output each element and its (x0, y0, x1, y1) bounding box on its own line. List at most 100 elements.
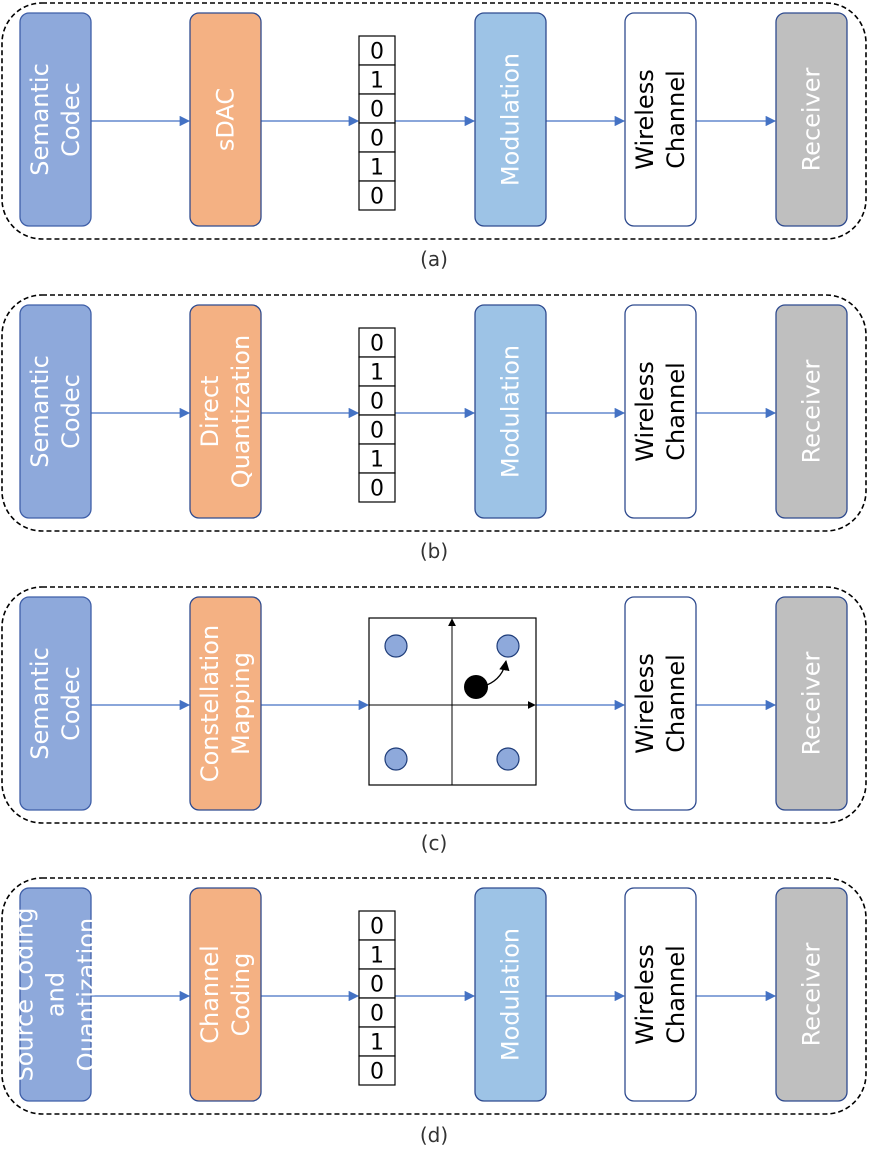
modulation-block: Modulation (474, 304, 547, 519)
receiver-block: Receiver (775, 887, 848, 1102)
bit-cell (358, 122, 396, 153)
codec-box (19, 596, 92, 811)
receiver-block: Receiver (775, 596, 848, 811)
bit-cell (358, 35, 396, 66)
constellation-diagram (368, 617, 537, 786)
block-label: Wireless (631, 653, 659, 753)
block-label: Receiver (798, 651, 826, 755)
block-label: Codec (57, 666, 85, 741)
receiver-box (775, 304, 848, 519)
bit-cell (358, 356, 396, 387)
codec-box (19, 12, 92, 227)
bit-value: 1 (370, 156, 384, 181)
bit-cell (358, 1026, 396, 1057)
process-box (189, 887, 262, 1102)
block-label: Semantic (26, 647, 54, 760)
process-block: sDAC (189, 12, 262, 227)
process-box (189, 304, 262, 519)
codec-box (19, 887, 92, 1102)
block-label: Modulation (497, 928, 525, 1061)
constellation-point (384, 747, 408, 771)
bit-value: 1 (370, 448, 384, 473)
block-label: Modulation (497, 53, 525, 186)
block-label: Source Coding (11, 908, 39, 1082)
block-label: Coding (227, 953, 255, 1037)
bit-value: 1 (370, 361, 384, 386)
block-label: Codec (57, 374, 85, 449)
codec-box (19, 304, 92, 519)
bit-value: 0 (370, 1060, 384, 1085)
block-label: Constellation (196, 625, 224, 782)
bit-cell (358, 939, 396, 970)
panel-caption: (a) (420, 247, 448, 271)
bit-cell (358, 414, 396, 445)
bit-cell (358, 910, 396, 941)
panel-frame (1, 294, 867, 532)
receiver-block: Receiver (775, 304, 848, 519)
block-label: Channel (662, 654, 690, 753)
block-label: Quantization (73, 918, 101, 1071)
receiver-box (775, 12, 848, 227)
bit-value: 0 (370, 332, 384, 357)
receiver-box (775, 887, 848, 1102)
bit-value: 0 (370, 973, 384, 998)
bit-value: 0 (370, 185, 384, 210)
constellation-point (384, 634, 408, 658)
block-label: Semantic (26, 63, 54, 176)
constellation-point (496, 747, 520, 771)
bit-cell (358, 1055, 396, 1086)
block-label: Receiver (798, 942, 826, 1046)
block-label: Channel (196, 945, 224, 1044)
modulation-box (474, 304, 547, 519)
process-box (189, 12, 262, 227)
bit-value: 1 (370, 944, 384, 969)
block-label: Quantization (227, 335, 255, 488)
channel-box (624, 887, 697, 1102)
block-label: Channel (662, 362, 690, 461)
panel-frame (1, 2, 867, 240)
panel-caption: (d) (420, 1123, 448, 1147)
bit-cell (358, 472, 396, 503)
bit-cell (358, 385, 396, 416)
panel-caption: (b) (420, 539, 448, 563)
bit-value: 0 (370, 477, 384, 502)
bit-value: 1 (370, 69, 384, 94)
constellation-point (496, 634, 520, 658)
block-label: sDAC (212, 88, 240, 151)
bit-cell (358, 443, 396, 474)
block-label: Mapping (227, 652, 255, 755)
mapped-symbol (464, 675, 488, 699)
block-label: Codec (57, 82, 85, 157)
process-box (189, 596, 262, 811)
bit-vector: 0 1 0 0 1 0 (358, 910, 396, 1086)
block-label: Semantic (26, 355, 54, 468)
channel-box (624, 304, 697, 519)
block-label: Wireless (631, 944, 659, 1044)
block-label: Direct (196, 376, 224, 448)
bit-value: 0 (370, 915, 384, 940)
block-label: Channel (662, 70, 690, 169)
bit-cell (358, 997, 396, 1028)
channel-box (624, 12, 697, 227)
bit-cell (358, 64, 396, 95)
bit-value: 0 (370, 1002, 384, 1027)
bit-value: 1 (370, 1031, 384, 1056)
mapping-arrow (486, 659, 510, 686)
block-label: Wireless (631, 361, 659, 461)
block-label: Wireless (631, 69, 659, 169)
modulation-box (474, 887, 547, 1102)
modulation-block: Modulation (474, 12, 547, 227)
